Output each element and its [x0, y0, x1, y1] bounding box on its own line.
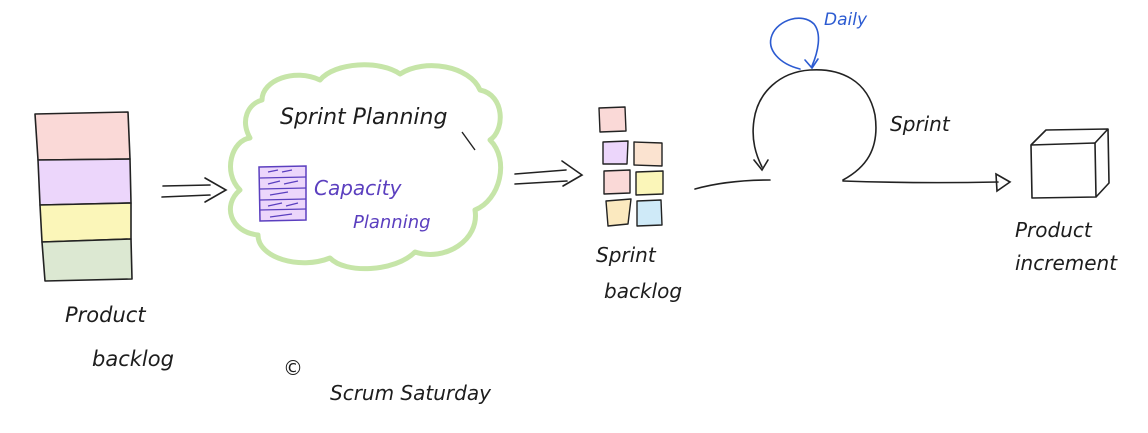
product-backlog-label-line1: Product [65, 303, 146, 327]
product-backlog-label-line2: backlog [92, 347, 174, 371]
capacity-planning-label-line2: Planning [353, 212, 431, 233]
note-purple [602, 140, 629, 165]
sprint-backlog-notes [598, 106, 664, 227]
sprint-planning-cloud [227, 62, 504, 272]
sprint-planning-underline [461, 131, 476, 151]
capacity-planning-label-line1: Capacity [314, 176, 403, 200]
note-yellow [635, 170, 664, 196]
sprint-backlog-label-line1: Sprint [596, 243, 657, 267]
note-peach [633, 141, 663, 167]
backlog-item-green [41, 238, 133, 282]
product-backlog-stack [34, 111, 133, 282]
credit-label: Scrum Saturday [330, 381, 492, 405]
capacity-grid-icon [258, 165, 307, 222]
daily-label: Daily [824, 10, 868, 30]
sprint-planning-title: Sprint Planning [280, 105, 447, 130]
sprint-loop [694, 69, 1012, 193]
product-increment-label-line1: Product [1015, 218, 1093, 242]
arrow-to-sprint-planning [161, 177, 228, 203]
backlog-item-pink [34, 111, 131, 161]
note-yellow-2 [605, 198, 632, 227]
note-pink-2 [603, 169, 631, 195]
sprint-backlog-label-line2: backlog [604, 279, 682, 303]
sprint-label: Sprint [890, 112, 951, 136]
backlog-item-yellow [39, 202, 132, 243]
daily-loop [769, 17, 820, 70]
copyright-symbol: © [283, 356, 303, 380]
note-blue [636, 199, 663, 227]
note-pink [598, 106, 627, 133]
product-increment-label-line2: increment [1015, 251, 1118, 275]
product-increment-cube [1030, 128, 1110, 199]
backlog-item-purple [37, 158, 132, 206]
arrow-to-sprint-backlog [514, 160, 584, 187]
